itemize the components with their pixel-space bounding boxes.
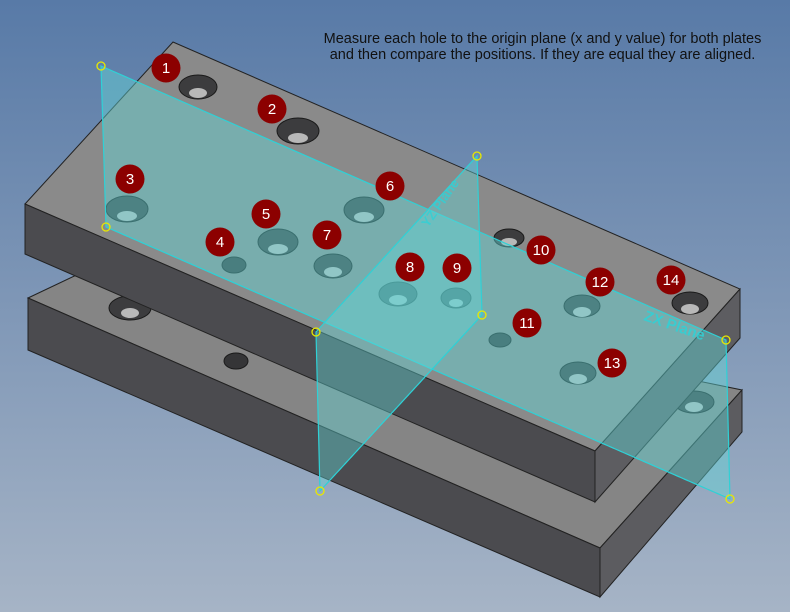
badge-number: 6 bbox=[386, 178, 394, 195]
hole-4 bbox=[221, 256, 247, 274]
hole-badge-6: 6 bbox=[375, 171, 405, 201]
badge-circle bbox=[375, 171, 405, 201]
upper-plate-right-face bbox=[594, 287, 741, 504]
badge-number: 5 bbox=[262, 206, 270, 223]
badge-number: 2 bbox=[268, 101, 276, 118]
badge-circle bbox=[257, 94, 287, 124]
badge-circle bbox=[597, 348, 627, 378]
hole-badge-7: 7 bbox=[312, 220, 342, 250]
badge-number: 11 bbox=[519, 315, 535, 332]
badge-circle bbox=[585, 267, 615, 297]
badge-number: 7 bbox=[323, 227, 331, 244]
badge-circle bbox=[442, 253, 472, 283]
hole-badge-4: 4 bbox=[205, 227, 235, 257]
badge-number: 10 bbox=[533, 242, 550, 259]
badge-circle bbox=[526, 235, 556, 265]
hole-badge-3: 3 bbox=[115, 164, 145, 194]
hole-6 bbox=[343, 196, 385, 224]
plane-handle[interactable] bbox=[311, 327, 321, 337]
hole-badge-2: 2 bbox=[257, 94, 287, 124]
hole-11 bbox=[488, 332, 512, 348]
lower-hole bbox=[223, 352, 249, 370]
hole-8 bbox=[378, 281, 418, 307]
yz-plane-surface bbox=[315, 154, 483, 493]
hole-badge-12: 12 bbox=[585, 267, 615, 297]
hole-badge-11: 11 bbox=[512, 308, 542, 338]
hole-14 bbox=[671, 291, 709, 315]
hole-badge-1: 1 bbox=[151, 53, 181, 83]
badge-number: 9 bbox=[453, 260, 461, 277]
hole-12 bbox=[563, 294, 601, 318]
plane-handle[interactable] bbox=[477, 310, 487, 320]
badge-circle bbox=[312, 220, 342, 250]
badge-number: 12 bbox=[592, 274, 609, 291]
plane-handle[interactable] bbox=[101, 222, 111, 232]
badge-circle bbox=[205, 227, 235, 257]
badge-circle bbox=[395, 252, 425, 282]
badge-number: 1 bbox=[162, 60, 170, 77]
hole-badge-13: 13 bbox=[597, 348, 627, 378]
badge-circle bbox=[656, 265, 686, 295]
upper-plate[interactable] bbox=[24, 41, 741, 504]
badge-number: 8 bbox=[406, 259, 414, 276]
badge-number: 14 bbox=[663, 272, 680, 289]
plane-handle[interactable] bbox=[472, 151, 482, 161]
hole-badge-14: 14 bbox=[656, 265, 686, 295]
zx-plane-hidden-edge bbox=[105, 226, 731, 500]
hole-13 bbox=[559, 361, 597, 385]
hole-badge-8: 8 bbox=[395, 252, 425, 282]
hole-badge-10: 10 bbox=[526, 235, 556, 265]
hole-1 bbox=[178, 74, 218, 100]
hole-5 bbox=[257, 228, 299, 256]
hole-3 bbox=[105, 195, 149, 223]
zx-plane-surface bbox=[100, 65, 731, 500]
badge-circle bbox=[251, 199, 281, 229]
plane-handle[interactable] bbox=[96, 61, 106, 71]
badge-number: 13 bbox=[604, 355, 621, 372]
hole-10 bbox=[493, 228, 525, 248]
badge-number: 4 bbox=[216, 234, 224, 251]
plane-handle[interactable] bbox=[315, 486, 325, 496]
hole-7 bbox=[313, 253, 353, 279]
yz-plane-hidden-edge bbox=[319, 314, 483, 492]
zx-plane[interactable]: ZX Plane bbox=[100, 65, 731, 500]
plane-handle[interactable] bbox=[721, 335, 731, 345]
lower-plate-right-face bbox=[599, 388, 743, 599]
instruction-text: Measure each hole to the origin plane (x… bbox=[323, 31, 762, 63]
badge-circle bbox=[512, 308, 542, 338]
badge-circle bbox=[115, 164, 145, 194]
hole-badge-5: 5 bbox=[251, 199, 281, 229]
plane-handles bbox=[96, 61, 735, 504]
badge-circle bbox=[151, 53, 181, 83]
hole-2 bbox=[276, 117, 320, 145]
badge-number: 3 bbox=[126, 171, 134, 188]
hole-badge-9: 9 bbox=[442, 253, 472, 283]
hole-9 bbox=[440, 287, 472, 309]
plane-handle[interactable] bbox=[725, 494, 735, 504]
